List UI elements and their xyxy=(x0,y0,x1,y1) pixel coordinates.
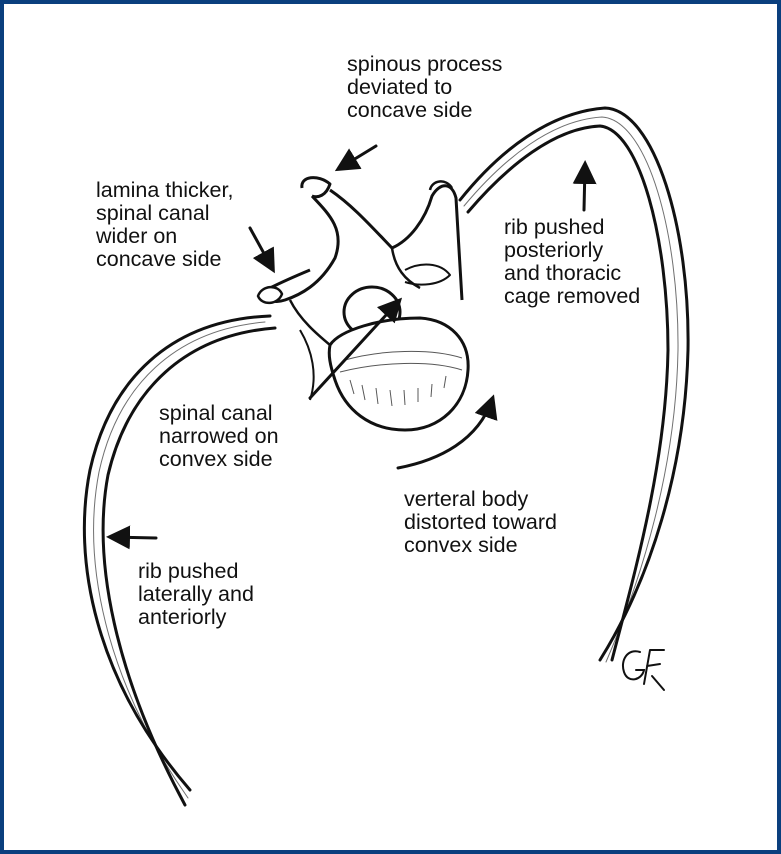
label-vertebral-body: verteral body distorted toward convex si… xyxy=(404,488,557,557)
arrow-rib-lateral xyxy=(112,537,156,538)
vertebra xyxy=(258,178,468,430)
arrow-rib-posterior xyxy=(584,166,585,210)
right-rib xyxy=(460,108,688,662)
arrow-lamina xyxy=(250,228,272,268)
label-lamina: lamina thicker, spinal canal wider on co… xyxy=(96,179,233,271)
arrow-spinous xyxy=(340,146,376,168)
artist-signature xyxy=(623,650,664,690)
vertebra-rib-illustration xyxy=(4,4,777,850)
label-spinal-canal: spinal canal narrowed on convex side xyxy=(159,402,279,471)
label-spinous-process: spinous process deviated to concave side xyxy=(347,53,502,122)
diagram-frame: spinous process deviated to concave side… xyxy=(4,4,777,850)
label-rib-posterior: rib pushed posteriorly and thoracic cage… xyxy=(504,216,640,308)
label-rib-lateral: rib pushed laterally and anteriorly xyxy=(138,560,254,629)
